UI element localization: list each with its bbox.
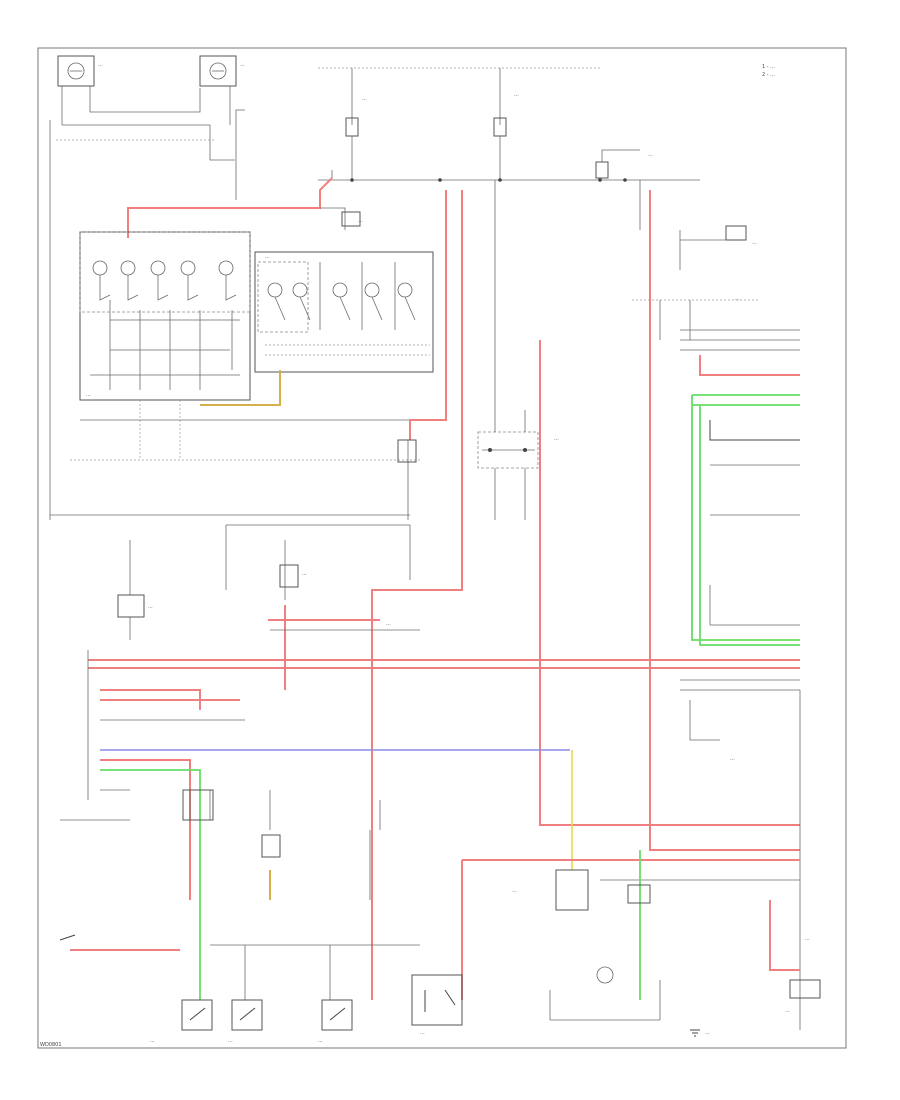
ground-label: ... (705, 1030, 710, 1036)
top-fuse-1-label: ... (362, 96, 367, 102)
second-top-lamp-label: ... (240, 62, 245, 68)
bottom-switch-2-label: ... (228, 1038, 233, 1044)
light-control-switch: ... (254, 251, 434, 373)
junction-block-label: ... (358, 218, 363, 224)
bottom-center-relay-label: ... (420, 1030, 425, 1036)
top-fuse-2: ... (493, 68, 519, 137)
legend-item-1: 1 - ... (762, 64, 775, 70)
ground-icon: ... (690, 1029, 710, 1037)
right-block-mid: ... (735, 296, 740, 302)
ecu-left-label: ... (148, 604, 153, 610)
page-code: WD0801 (40, 1042, 62, 1048)
right-block-lower-label: ... (730, 756, 735, 762)
left-small-relay (182, 789, 214, 821)
bottom-switch-1-label: ... (150, 1038, 155, 1044)
left-relay-fuse (279, 564, 299, 588)
top-fuse-2-label: ... (514, 92, 519, 98)
left-relay-label: ... (302, 571, 307, 577)
bottom-right-module: ... (769, 900, 810, 971)
bottom-switch-1: ... (150, 999, 213, 1044)
top-left-lamp: ... (57, 55, 103, 87)
ecu-right: ... (512, 869, 589, 911)
mid-small-fuse (261, 834, 281, 858)
bottom-switch-3-label: ... (318, 1038, 323, 1044)
junction-block: ... (341, 211, 363, 227)
second-top-lamp: ... (199, 55, 245, 87)
ecu-right-label: ... (512, 888, 517, 894)
bottom-right-switch: ... (785, 979, 821, 1014)
right-block-lower: ... (689, 700, 735, 762)
right-top-fuse: ... (595, 149, 653, 179)
combination-meter-label: ... (86, 392, 91, 398)
right-block-upper-label: ... (752, 240, 757, 246)
bottom-right-module-label: ... (805, 936, 810, 942)
combination-meter: ... (79, 231, 251, 401)
right-top-fuse-label: ... (648, 152, 653, 158)
center-relay-label: ... (386, 621, 391, 627)
center-fuse (397, 439, 417, 463)
bottom-center-relay: ... (411, 974, 463, 1036)
diagram-frame (37, 47, 847, 1049)
relay-center-label: ... (554, 436, 559, 442)
light-control-switch-label: ... (265, 254, 270, 260)
top-left-lamp-label: ... (98, 62, 103, 68)
bottom-right-switch-label: ... (785, 1008, 790, 1014)
right-lower-relay (627, 884, 651, 904)
ecu-left: ... (117, 594, 153, 618)
right-block-mid-label: ... (735, 296, 740, 302)
right-block-upper: ... (639, 180, 757, 270)
bottom-switch-2: ... (228, 999, 263, 1044)
top-fuse-1: ... (345, 68, 367, 137)
bottom-switch-3: ... (318, 999, 353, 1044)
relay-center: ... (477, 431, 559, 469)
bottom-lamp (596, 966, 614, 984)
legend-item-2: 2 - ... (762, 72, 775, 78)
